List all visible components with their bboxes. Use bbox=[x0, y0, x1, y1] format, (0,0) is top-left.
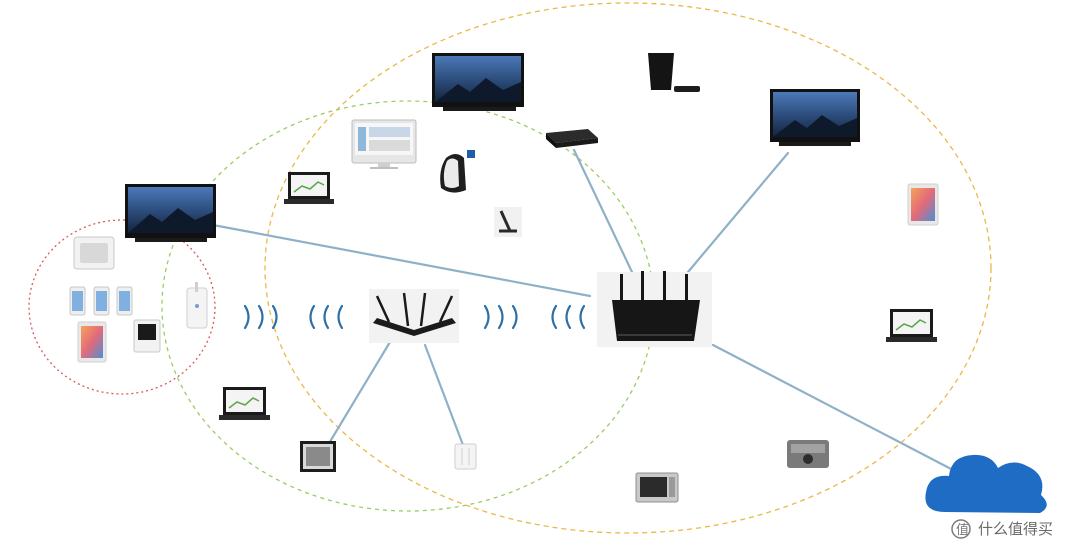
microwave-oven bbox=[635, 472, 679, 503]
wifi-waves-mesh-out bbox=[483, 304, 518, 330]
smart-display bbox=[133, 319, 161, 353]
tablet-left bbox=[77, 321, 107, 363]
game-console bbox=[648, 53, 700, 92]
main-router bbox=[597, 271, 712, 347]
link-mesh-router-to-small-nas bbox=[423, 343, 465, 447]
laptop-bottom-left bbox=[219, 387, 270, 420]
internet-cloud-icon bbox=[925, 454, 1047, 513]
tv-top bbox=[432, 53, 524, 111]
wifi-waves-mesh-in bbox=[309, 304, 344, 330]
link-main-router-to-set-top-box bbox=[572, 148, 634, 274]
phones-group bbox=[69, 286, 133, 316]
laptop-top-left bbox=[284, 172, 334, 204]
wifi-waves bbox=[243, 304, 586, 330]
tv-right bbox=[770, 89, 860, 146]
tv-left bbox=[125, 184, 216, 242]
phone-3 bbox=[116, 286, 133, 316]
link-main-router-to-tv-right bbox=[686, 151, 790, 274]
smart-speaker bbox=[440, 150, 475, 193]
small-nas-drive bbox=[454, 443, 477, 470]
main-router-coverage-zone bbox=[264, 2, 992, 534]
watermark: 值 什么值得买 bbox=[951, 519, 1053, 539]
phone-1 bbox=[69, 286, 86, 316]
tablet-right bbox=[907, 183, 939, 226]
wifi-waves-main-in bbox=[551, 304, 586, 330]
watermark-logo-icon bbox=[951, 519, 971, 539]
cloud-shape bbox=[925, 454, 1047, 513]
set-top-box bbox=[546, 129, 598, 148]
watermark-logo-glyph: 值 bbox=[956, 522, 969, 538]
wifi-extender bbox=[186, 282, 208, 329]
laptop-right bbox=[886, 309, 937, 342]
phone-2 bbox=[93, 286, 110, 316]
nas-drive bbox=[300, 441, 336, 472]
wifi-waves-extender-out bbox=[243, 304, 278, 330]
projector bbox=[787, 440, 829, 468]
link-main-router-to-tv-left bbox=[211, 223, 592, 298]
bluetooth-speaker bbox=[73, 236, 115, 270]
tablet-stand bbox=[494, 207, 522, 237]
link-main-router-to-cloud bbox=[711, 343, 955, 472]
extender-coverage-zone bbox=[28, 219, 216, 395]
watermark-text: 什么值得买 bbox=[978, 520, 1053, 538]
wired-links bbox=[211, 148, 955, 472]
link-mesh-router-to-nas bbox=[326, 335, 395, 447]
imac-desktop bbox=[351, 119, 417, 169]
mesh-router bbox=[369, 289, 459, 343]
